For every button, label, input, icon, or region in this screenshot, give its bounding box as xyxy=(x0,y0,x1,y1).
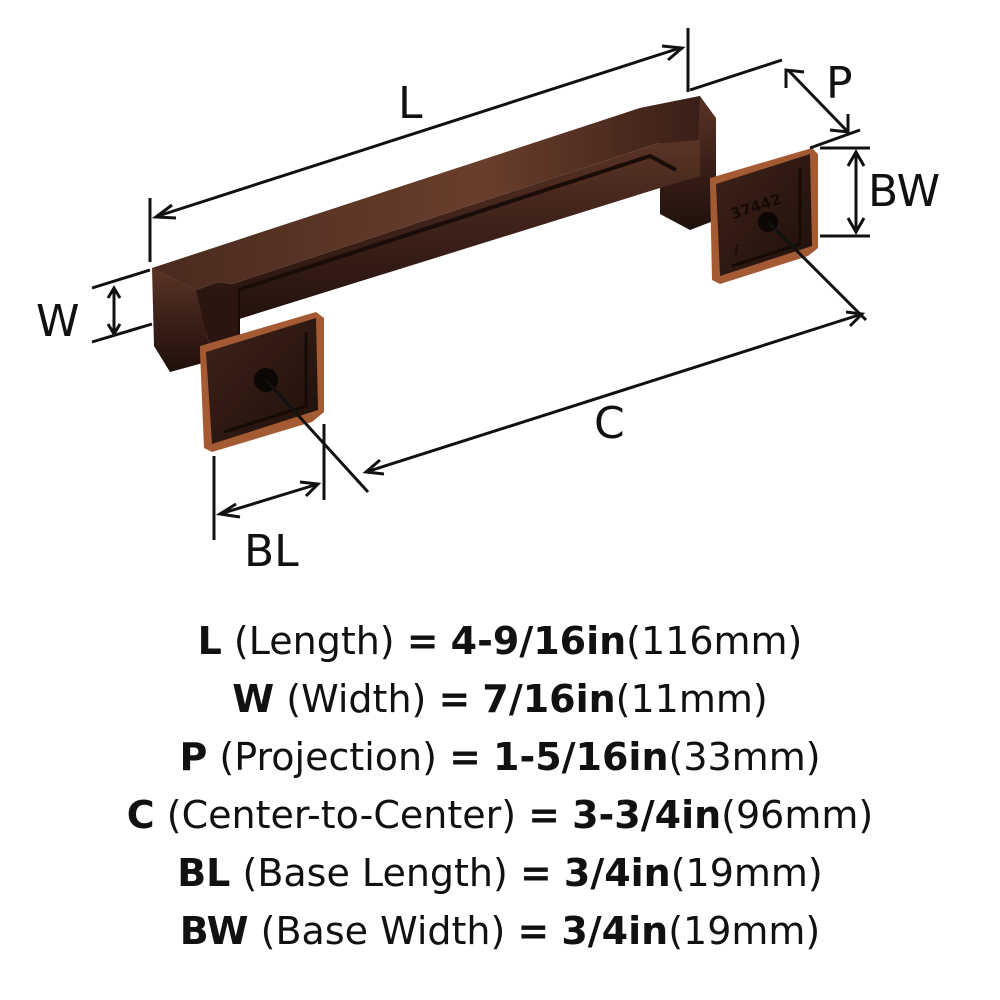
spec-equals: = xyxy=(406,619,439,663)
spec-code: L xyxy=(197,619,222,663)
spec-description: (Width) xyxy=(286,677,427,721)
spec-equals: = xyxy=(438,677,471,721)
label-projection: P xyxy=(826,58,853,109)
spec-imperial: 3/4in xyxy=(561,909,669,953)
label-center: C xyxy=(594,398,625,449)
spec-equals: = xyxy=(517,909,550,953)
spec-width: W (Width) = 7/16in(11mm) xyxy=(0,670,1000,728)
spec-code: BW xyxy=(179,909,249,953)
center-dimension-line xyxy=(365,312,863,474)
spec-projection: P (Projection) = 1-5/16in(33mm) xyxy=(0,728,1000,786)
spec-equals: = xyxy=(449,735,481,779)
spec-code: W xyxy=(232,677,275,721)
spec-equals: = xyxy=(519,851,552,895)
spec-metric: (19mm) xyxy=(670,851,823,895)
spec-metric: (33mm) xyxy=(668,735,821,779)
projection-dimension-line xyxy=(786,68,850,134)
label-width: W xyxy=(36,296,80,347)
spec-imperial: 1-5/16in xyxy=(493,735,669,779)
bar-front-face xyxy=(152,140,700,332)
center-lines xyxy=(264,220,868,494)
right-base-plate: 37442 f xyxy=(710,148,818,284)
top-bar xyxy=(152,96,700,290)
left-post xyxy=(152,268,214,372)
spec-description: (Length) xyxy=(233,619,395,663)
spec-metric: (19mm) xyxy=(668,909,821,953)
base-length-dimension-line xyxy=(219,482,319,516)
spec-code: BL xyxy=(177,851,231,895)
spec-metric: (116mm) xyxy=(626,619,803,663)
dimension-diagram: 37442 f xyxy=(36,28,940,577)
spec-description: (Base Length) xyxy=(242,851,508,895)
spec-metric: (96mm) xyxy=(721,793,874,837)
spec-base-width: BW (Base Width) = 3/4in(19mm) xyxy=(0,902,1000,960)
spec-imperial: 3-3/4in xyxy=(572,793,722,837)
spec-description: (Base Width) xyxy=(260,909,506,953)
spec-base-length: BL (Base Length) = 3/4in(19mm) xyxy=(0,844,1000,902)
spec-description: (Projection) xyxy=(219,735,437,779)
spec-equals: = xyxy=(528,793,560,837)
cabinet-pull: 37442 f xyxy=(152,96,818,452)
spec-imperial: 4-9/16in xyxy=(450,619,627,663)
label-base-length: BL xyxy=(244,526,299,577)
specifications-list: L (Length) = 4-9/16in(116mm) W (Width) =… xyxy=(0,612,1000,960)
left-center-line xyxy=(264,378,370,494)
svg-text:f: f xyxy=(734,244,740,260)
label-length: L xyxy=(398,78,423,129)
label-base-width: BW xyxy=(868,166,940,217)
spec-imperial: 7/16in xyxy=(482,677,616,721)
spec-center-to-center: C (Center-to-Center) = 3-3/4in(96mm) xyxy=(0,786,1000,844)
right-center-line xyxy=(766,220,868,322)
spec-length: L (Length) = 4-9/16in(116mm) xyxy=(0,612,1000,670)
length-dimension-line xyxy=(157,46,681,218)
spec-metric: (11mm) xyxy=(615,677,768,721)
spec-imperial: 3/4in xyxy=(563,851,671,895)
spec-code: P xyxy=(179,735,208,779)
spec-code: C xyxy=(126,793,155,837)
spec-description: (Center-to-Center) xyxy=(166,793,517,837)
dimension-lines xyxy=(91,28,870,540)
